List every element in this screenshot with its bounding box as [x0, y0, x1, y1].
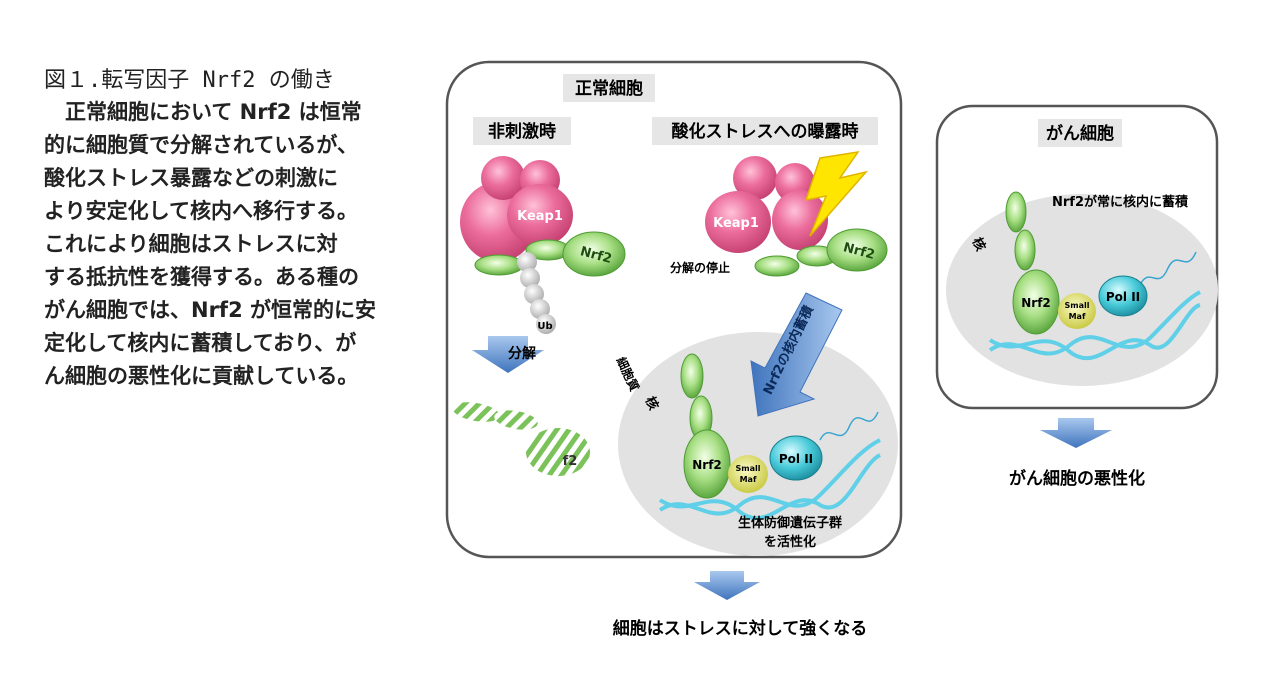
normal-outcome-label: 細胞はストレスに対して強くなる [613, 618, 868, 639]
accumulation-arrow-shape [750, 292, 843, 417]
keap1-complex-oxidative: Keap1 Nrf2 分解の停止 [670, 150, 888, 277]
nrf2-segment [1005, 191, 1027, 233]
keap1-lobe [507, 184, 573, 246]
cancer-dna-helix [988, 251, 1201, 361]
degraded-fragment [526, 428, 590, 476]
keap1-lobe [481, 156, 525, 200]
nrf2-transcription-complex: Nrf2 Small Maf Pol II [680, 353, 823, 499]
normal-cell-title-bg [563, 74, 655, 102]
nrf2-domain [1012, 269, 1060, 335]
ubiquitin-bead [530, 299, 550, 319]
cancer-nrf2-complex: Nrf2 Small Maf Pol II [1005, 191, 1148, 335]
small-maf-label: Maf [740, 475, 757, 484]
pol2 [769, 435, 823, 481]
nrf2-segment [1014, 229, 1036, 271]
small-maf [1058, 293, 1096, 329]
keap1-label: Keap1 [713, 216, 759, 231]
oxidative-label-bg [652, 117, 878, 145]
nucleus-label: 核 [642, 394, 662, 413]
unstimulated-label-bg [473, 117, 571, 145]
cancer-accumulation-label: Nrf2が常に核内に蓄積 [1052, 194, 1189, 210]
degraded-nrf2: f2 [452, 402, 590, 476]
cancer-small-maf-label: Small [1065, 301, 1090, 310]
description-line: 正常細胞において Nrf2 は恒常 [44, 100, 362, 124]
nrf2-domain [562, 231, 626, 277]
normal-cell-panel: 正常細胞 非刺激時 酸化ストレスへの曝露時 Keap1 Nrf2 Ub 分解 [445, 60, 903, 559]
degradation-arrow [472, 336, 544, 373]
dna-strand [988, 303, 1201, 361]
description-line: がん細胞では、Nrf2 が恒常的に安 [44, 298, 376, 322]
ubiquitin-bead [524, 284, 544, 304]
mrna-strand [819, 411, 879, 441]
nrf2-domain [683, 429, 731, 499]
cancer-outcome-label: がん細胞の悪性化 [1009, 468, 1145, 489]
description-line: より安定化して核内へ移行する。 [44, 199, 358, 223]
description-line: ん細胞の悪性化に貢献している。 [44, 364, 359, 388]
pol2 [1098, 275, 1148, 317]
keap1-complex-unstimulated: Keap1 Nrf2 Ub [460, 156, 626, 334]
description-line: これにより細胞はストレスに対 [44, 232, 338, 256]
dna-strand [658, 453, 882, 521]
cancer-outcome-arrow [1040, 418, 1112, 448]
degraded-label: f2 [563, 454, 578, 469]
cancer-cell-title: がん細胞 [1046, 123, 1114, 144]
unstimulated-label: 非刺激時 [488, 121, 556, 142]
description-line: 酸化ストレス暴露などの刺激に [44, 166, 338, 190]
normal-outcome-arrow [694, 571, 760, 600]
small-maf-label: Small [736, 464, 761, 473]
keap1-lobe [772, 190, 828, 250]
cancer-cell-title-bg [1038, 119, 1122, 147]
figure-title: 図１.転写因子 Nrf2 の働き [44, 68, 335, 93]
nrf2-segment [754, 255, 800, 277]
small-maf [728, 455, 768, 493]
degradation-label: 分解 [508, 345, 536, 362]
activation-label-line2: を活性化 [764, 534, 816, 550]
ubiquitin-bead [520, 268, 540, 288]
cancer-cell-panel: がん細胞 Nrf2が常に核内に蓄積 核 Nrf2 Small Maf Pol I… [935, 104, 1219, 410]
description-line: 的に細胞質で分解されているが、 [44, 133, 358, 157]
figure-caption: 図１.転写因子 Nrf2 の働き 正常細胞において Nrf2 は恒常 的に細胞質… [44, 66, 424, 393]
cancer-nrf2-label: Nrf2 [1021, 296, 1051, 310]
pol2-label: Pol II [779, 452, 813, 466]
dna-strand [658, 438, 881, 516]
mrna-strand [1139, 251, 1197, 286]
description-line: する抵抗性を獲得する。ある種の [44, 265, 359, 289]
keap1-lobe [705, 191, 771, 253]
nrf2-domain [826, 228, 888, 272]
ubiquitin-label: Ub [537, 321, 552, 332]
stop-degradation-label: 分解の停止 [670, 260, 730, 275]
degraded-fragment [452, 402, 500, 422]
ubiquitin-bead [517, 252, 537, 272]
cancer-small-maf-label: Maf [1069, 312, 1086, 321]
nrf2-segment [680, 353, 704, 399]
dna-strand [988, 290, 1201, 356]
oxidative-stress-lightning-icon [804, 150, 869, 237]
description-line: 定化して核内に蓄積しており、が [44, 331, 357, 355]
activation-label-line1: 生体防御遺伝子群 [738, 515, 842, 531]
ubiquitin-bead [536, 314, 556, 334]
figure-description: 正常細胞において Nrf2 は恒常 的に細胞質で分解されているが、 酸化ストレス… [44, 96, 424, 393]
dna-helix [658, 411, 882, 521]
cancer-nucleus-label: 核 [969, 235, 989, 254]
keap1-lobe [733, 156, 777, 200]
normal-cell-title: 正常細胞 [575, 78, 643, 99]
cancer-pol2-label: Pol II [1106, 290, 1140, 304]
nrf2-segment [474, 254, 524, 276]
nrf2-label: Nrf2 [692, 458, 722, 472]
oxidative-stress-label: 酸化ストレスへの曝露時 [672, 121, 859, 142]
keap1-label: Keap1 [517, 209, 563, 224]
degraded-fragment [494, 410, 538, 430]
